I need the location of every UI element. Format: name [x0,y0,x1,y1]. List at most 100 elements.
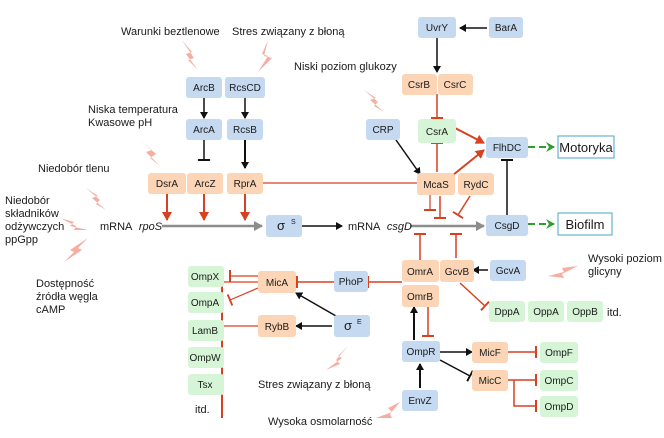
node-sigmas-box [266,215,302,237]
node-arcz: ArcZ [194,179,215,190]
node-ompx-box [188,266,224,287]
node-ompr: OmpR [407,347,436,358]
output-biofilm-box [557,212,613,236]
labels: Warunki beztlenowe Stres związany z błon… [5,26,662,428]
node-ompd: OmpD [545,402,574,413]
output-motility-box [557,135,615,159]
stimulus-nutrient-1: Niedobór [5,195,50,207]
node-ompw: OmpW [189,353,221,364]
stimulus-nutrient-4: ppGpp [5,234,38,246]
node-sigmae-box [334,315,370,337]
node-tsx-box [188,374,224,395]
stimulus-anaerobic: Warunki beztlenowe [121,26,220,38]
node-csrb: CsrB [408,80,431,91]
stimulus-acidic-ph: Kwasowe pH [88,117,152,129]
node-dsra-box [148,173,186,194]
edge-mica-ompx [221,273,258,283]
node-bara-box [489,17,523,38]
node-csra-box [418,119,456,143]
node-ompa: OmpA [191,298,220,309]
edge-gcvb-dppa [459,282,490,312]
node-omrb: OmrB [407,292,433,303]
node-crp-box [366,119,400,140]
node-tsx: Tsx [198,380,213,391]
stimulus-osmolarity: Wysoka osmolarność [268,416,373,428]
node-rpra-box [227,173,263,194]
stimulus-glycine-2: glicyny [588,266,622,278]
bolt-nutrient-icon [60,218,88,230]
node-dppa: DppA [494,307,519,318]
edge-mica-ompa-tip [226,287,259,306]
node-mica-box [258,271,296,293]
bolt-membrane-bottom-icon [326,346,348,370]
node-gcvb-box [440,260,474,282]
node-uvry: UvrY [426,23,449,34]
edge-ompr-micc [439,359,474,382]
node-ompc-box [540,370,578,391]
stimulus-low-temp: Niska temperatura [88,104,179,116]
edge-rpra-csgd [262,182,436,211]
node-ompa-box [188,292,224,313]
node-crp: CRP [372,125,393,136]
node-arca: ArcA [193,125,215,136]
edge-mcas-flhdc [452,149,485,176]
node-sigmae-sup: E [357,319,362,326]
node-micc-box [472,370,508,391]
node-arcz-box [187,173,223,194]
node-csrc-box [438,74,473,95]
node-ompf-box [540,342,578,363]
stimulus-carbon-2: źródła węgla [36,291,99,303]
node-arcb: ArcB [193,83,215,94]
node-micc: MicC [479,376,502,387]
node-gcvb: GcvB [445,267,470,278]
etc-left: itd. [195,404,210,416]
node-flhdc: FlhDC [493,143,521,154]
edge-crp-mcas [395,139,421,175]
node-mcas-box [417,173,455,195]
stimulus-nutrient-3: odżywczych [5,221,64,233]
bolt-glycine-icon [548,266,578,278]
node-gcva: GcvA [496,266,521,277]
node-mcas: McaS [423,180,449,191]
node-envz: EnvZ [408,396,431,407]
bolt-glucose-icon [364,90,384,112]
node-ompd-box [540,396,578,417]
node-oppb: OppB [572,307,598,318]
node-ompc: OmpC [545,376,574,387]
node-phop-box [334,271,368,292]
node-rcscd: RcsCD [229,83,261,94]
node-rydc: RydC [463,180,488,191]
node-ompf: OmpF [545,348,573,359]
stimulus-carbon-3: cAMP [36,304,65,316]
node-arcb-box [186,77,222,98]
stimulus-membrane-top: Stres związany z błoną [232,26,345,38]
node-sigmas-sup: S [291,219,296,226]
node-rydc-box [458,173,494,195]
stimulus-membrane-bottom: Stres związany z błoną [258,379,371,391]
node-omra-box [402,260,439,282]
etc-right: itd. [607,307,622,319]
node-bara: BarA [495,23,518,34]
stimulus-nutrient-2: składników [5,208,59,220]
node-micf: MicF [479,348,501,359]
bolt-low-temp-icon [140,140,160,166]
node-oppb-box [567,301,603,322]
mrna-rpos-prefix: mRNA [100,221,133,233]
node-rpra: RprA [234,179,257,190]
node-arca-box [186,119,222,140]
output-motility: Motoryka [559,140,613,155]
node-dppa-box [489,301,525,322]
mrna-rpos-label: mRNA rpoS [100,221,163,233]
bolt-oxygen-icon [86,188,106,210]
stimulus-bolts [60,40,578,418]
node-flhdc-box [486,137,528,158]
edge-rydc-csgd [452,195,471,220]
edges [162,24,555,418]
node-csrb-box [402,74,437,95]
node-rybb-box [258,315,296,337]
nodes: UvrY BarA ArcB RcsCD ArcA RcsB CRP FlhDC… [148,17,615,417]
node-envz-box [402,390,438,411]
bolt-osmolarity-icon [376,402,400,418]
node-lamb-box [188,320,224,341]
